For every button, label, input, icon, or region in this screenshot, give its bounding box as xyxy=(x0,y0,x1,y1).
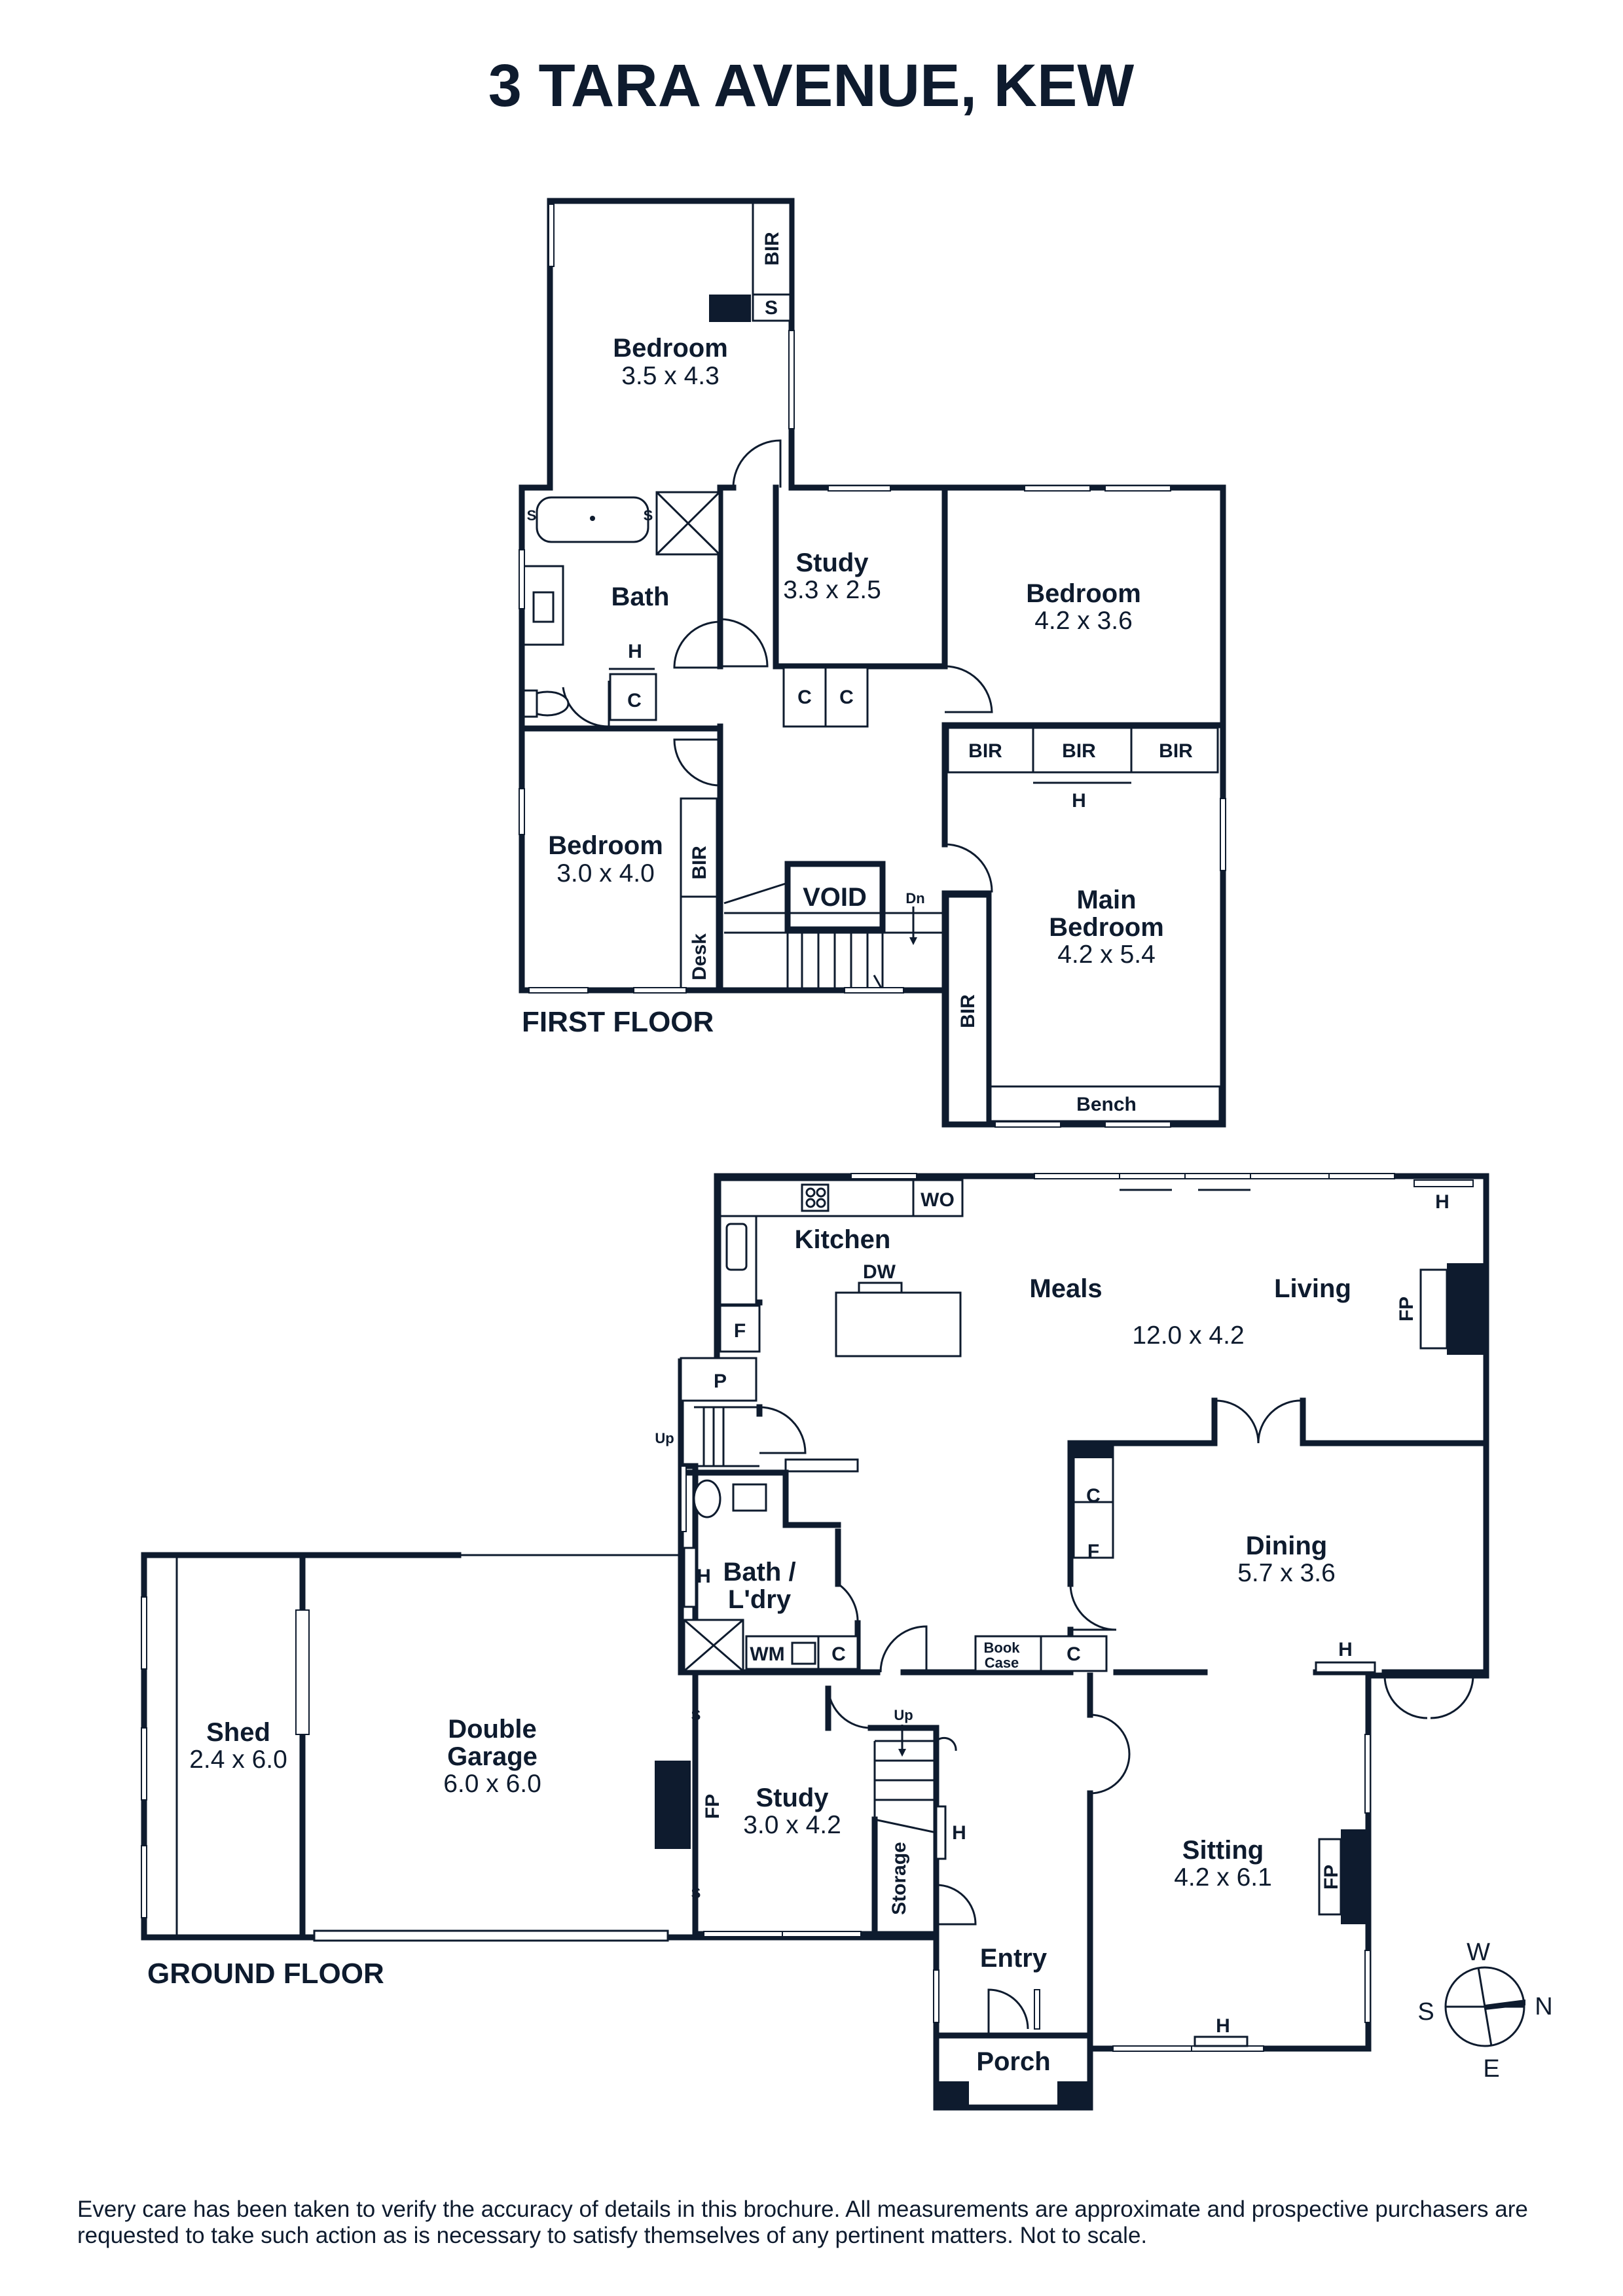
bath-first-label: Bath xyxy=(611,583,670,611)
bir-label: BIR xyxy=(1062,740,1096,762)
porch-label: Porch xyxy=(976,2047,1050,2076)
c-label: C xyxy=(831,1643,846,1665)
h-label: H xyxy=(1072,790,1086,812)
first-floor-label: FIRST FLOOR xyxy=(522,1006,714,1038)
bedroom-left-dim: 3.0 x 4.0 xyxy=(556,859,655,888)
living-dim: 12.0 x 4.2 xyxy=(1132,1321,1244,1350)
h-label: H xyxy=(1435,1191,1450,1213)
bedroom-top-label: Bedroom xyxy=(613,334,728,363)
first-floor xyxy=(519,198,1226,1128)
s-label: S xyxy=(691,1885,701,1901)
book-case-label-1: Book xyxy=(984,1640,1021,1656)
h-label: H xyxy=(1338,1639,1353,1660)
main-bedroom-label-2: Bedroom xyxy=(1049,913,1164,942)
fp-label: FP xyxy=(1396,1297,1417,1321)
book-case-label-2: Case xyxy=(985,1655,1019,1671)
main-bedroom-label-1: Main xyxy=(1076,886,1136,914)
up-label: Up xyxy=(894,1707,913,1723)
shed-dim: 2.4 x 6.0 xyxy=(189,1746,287,1774)
compass-w: W xyxy=(1467,1939,1490,1966)
c-label: C xyxy=(627,690,642,711)
compass-n: N xyxy=(1535,1993,1552,2020)
disclaimer-text: Every care has been taken to verify the … xyxy=(77,2197,1528,2248)
wo-label: WO xyxy=(921,1189,955,1211)
h-label: H xyxy=(697,1566,711,1587)
c-label: C xyxy=(1067,1643,1081,1665)
up-label: Up xyxy=(655,1430,674,1446)
study-first-dim: 3.3 x 2.5 xyxy=(783,576,881,604)
stairs-first xyxy=(723,882,943,991)
entry-label: Entry xyxy=(980,1944,1048,1973)
s-label: S xyxy=(765,297,778,319)
study-ground-label: Study xyxy=(756,1784,829,1812)
h-label: H xyxy=(952,1822,966,1844)
bedroom-top-dim: 3.5 x 4.3 xyxy=(621,362,720,390)
dw-label: DW xyxy=(863,1261,896,1283)
c-label: C xyxy=(797,687,812,708)
compass-s: S xyxy=(1417,1998,1434,2026)
sitting-label: Sitting xyxy=(1182,1836,1264,1865)
ground-floor-label: GROUND FLOOR xyxy=(147,1958,384,1990)
bench-label: Bench xyxy=(1076,1094,1137,1115)
garage-dim: 6.0 x 6.0 xyxy=(443,1770,541,1798)
sitting-dim: 4.2 x 6.1 xyxy=(1174,1863,1272,1892)
h-label: H xyxy=(628,641,642,662)
c-label: C xyxy=(1086,1485,1101,1507)
living-label: Living xyxy=(1274,1274,1351,1303)
compass-e: E xyxy=(1483,2055,1499,2083)
dining-label: Dining xyxy=(1246,1532,1327,1560)
desk-label: Desk xyxy=(689,933,710,980)
bir-label: BIR xyxy=(1159,740,1193,762)
meals-label: Meals xyxy=(1029,1274,1102,1303)
bedroom-right-label: Bedroom xyxy=(1026,579,1141,608)
dn-label: Dn xyxy=(905,890,924,906)
s-label: S xyxy=(644,507,653,524)
kitchen-label: Kitchen xyxy=(795,1225,891,1254)
shed-label: Shed xyxy=(206,1718,270,1747)
bath-ldry-label-1: Bath / xyxy=(723,1558,795,1587)
void-label: VOID xyxy=(803,883,867,912)
f-label: F xyxy=(1087,1541,1099,1562)
f-label: F xyxy=(734,1320,746,1342)
ground-floor xyxy=(141,1173,1489,2111)
garage-label-2: Garage xyxy=(447,1742,538,1771)
bir-label: BIR xyxy=(957,994,979,1028)
page-title: 3 TARA AVENUE, KEW xyxy=(488,52,1135,119)
fp-label: FP xyxy=(702,1794,723,1819)
bedroom-right-dim: 4.2 x 3.6 xyxy=(1034,607,1133,635)
garage-label-1: Double xyxy=(448,1715,537,1744)
s-label: S xyxy=(527,507,537,524)
fp-label: FP xyxy=(1321,1865,1342,1890)
bir-label: BIR xyxy=(968,740,1002,762)
s-label: S xyxy=(691,1707,701,1723)
bedroom-left-label: Bedroom xyxy=(548,831,663,860)
dining-dim: 5.7 x 3.6 xyxy=(1237,1559,1336,1587)
study-first-label: Study xyxy=(795,548,869,577)
bir-label: BIR xyxy=(761,232,783,266)
bir-label: BIR xyxy=(689,846,710,880)
storage-label: Storage xyxy=(888,1842,910,1915)
p-label: P xyxy=(714,1371,727,1392)
compass: W N S E xyxy=(1417,1939,1552,2083)
c-label: C xyxy=(839,687,854,708)
bath-ldry-label-2: L'dry xyxy=(728,1585,792,1614)
main-bedroom-dim: 4.2 x 5.4 xyxy=(1057,941,1156,969)
h-label: H xyxy=(1216,2015,1230,2037)
study-ground-dim: 3.0 x 4.2 xyxy=(743,1811,841,1839)
wm-label: WM xyxy=(750,1643,784,1665)
